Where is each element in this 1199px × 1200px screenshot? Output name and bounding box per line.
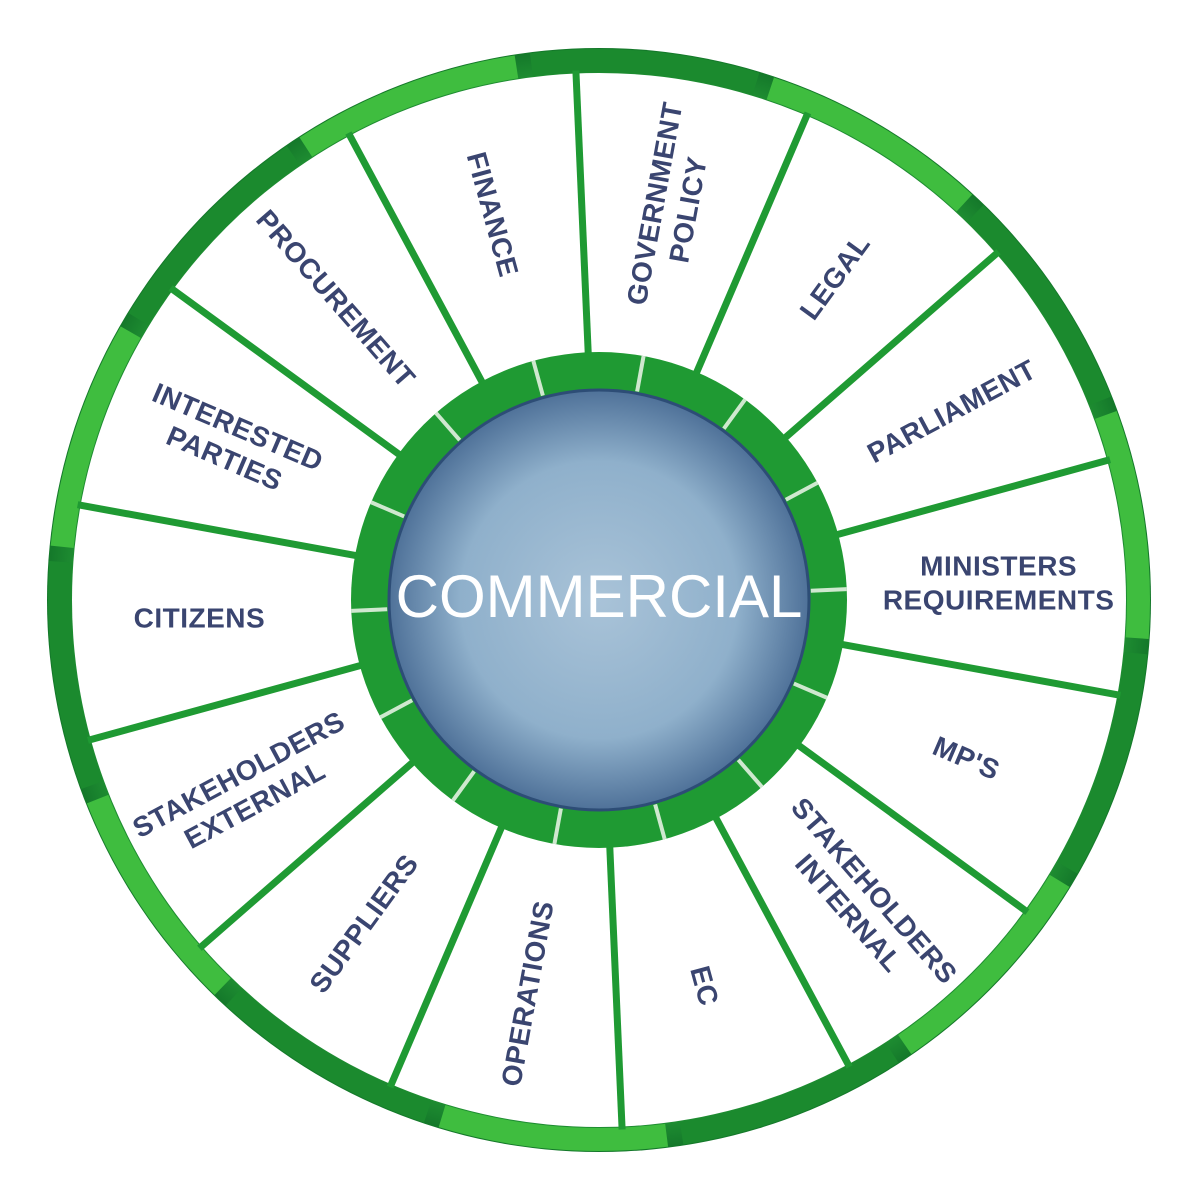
inner-ring-gap bbox=[653, 803, 667, 840]
outer-ring-tile bbox=[766, 77, 973, 212]
outer-ring-tile bbox=[529, 48, 760, 95]
segment-divider bbox=[834, 456, 1112, 539]
outer-ring-tile bbox=[299, 55, 519, 157]
inner-ring-gap bbox=[793, 681, 828, 700]
segment-divider bbox=[77, 501, 359, 560]
segment-divider bbox=[606, 844, 626, 1130]
outer-ring-tile bbox=[967, 205, 1112, 406]
outer-ring-tile bbox=[50, 326, 141, 548]
inner-ring-gap bbox=[370, 500, 405, 519]
inner-ring-tiles bbox=[351, 355, 847, 845]
segment-divider bbox=[386, 823, 506, 1089]
segment-divider bbox=[168, 285, 404, 459]
outer-ring-tile bbox=[898, 874, 1070, 1055]
inner-ring-gap bbox=[810, 587, 847, 593]
inner-ring-gap bbox=[784, 480, 819, 502]
segment-label: CITIZENS bbox=[134, 602, 266, 633]
inner-ring-gap bbox=[635, 355, 646, 392]
outer-ring-tile bbox=[1057, 652, 1148, 874]
outer-ring-tile bbox=[47, 561, 104, 789]
segment-divider bbox=[781, 249, 1001, 442]
inner-ring-gap bbox=[531, 360, 545, 397]
inner-ring-gap bbox=[351, 607, 388, 613]
segment-divider bbox=[794, 741, 1030, 915]
segment-label: MINISTERS bbox=[920, 551, 1077, 582]
outer-ring-tile bbox=[128, 145, 300, 326]
outer-ring-tile bbox=[86, 794, 231, 995]
inner-ring-gap bbox=[451, 770, 476, 802]
outer-ring-tile bbox=[438, 1105, 669, 1151]
outer-ring-tiles bbox=[47, 48, 1150, 1151]
segment-divider bbox=[197, 758, 417, 951]
segment-divider bbox=[572, 70, 592, 356]
outer-ring-tile bbox=[225, 988, 432, 1123]
segment-divider bbox=[345, 131, 487, 386]
segment-label-group: CITIZENS bbox=[134, 602, 266, 633]
segment-divider bbox=[839, 640, 1121, 699]
hub-label: COMMERCIAL bbox=[396, 563, 803, 630]
inner-ring-gap bbox=[434, 411, 462, 442]
segment-divider bbox=[711, 814, 853, 1069]
inner-ring-gap bbox=[736, 758, 764, 789]
segment-dividers bbox=[77, 70, 1121, 1130]
outer-ring-tile bbox=[679, 1043, 899, 1145]
inner-ring-gap bbox=[722, 398, 747, 430]
segment-divider bbox=[692, 111, 812, 377]
inner-ring-gap bbox=[552, 808, 563, 845]
hub-circle bbox=[387, 388, 811, 812]
segment-label: REQUIREMENTS bbox=[883, 585, 1115, 616]
segment-divider bbox=[86, 661, 364, 744]
outer-ring-tile bbox=[1094, 411, 1150, 639]
inner-ring-gap bbox=[379, 698, 414, 720]
